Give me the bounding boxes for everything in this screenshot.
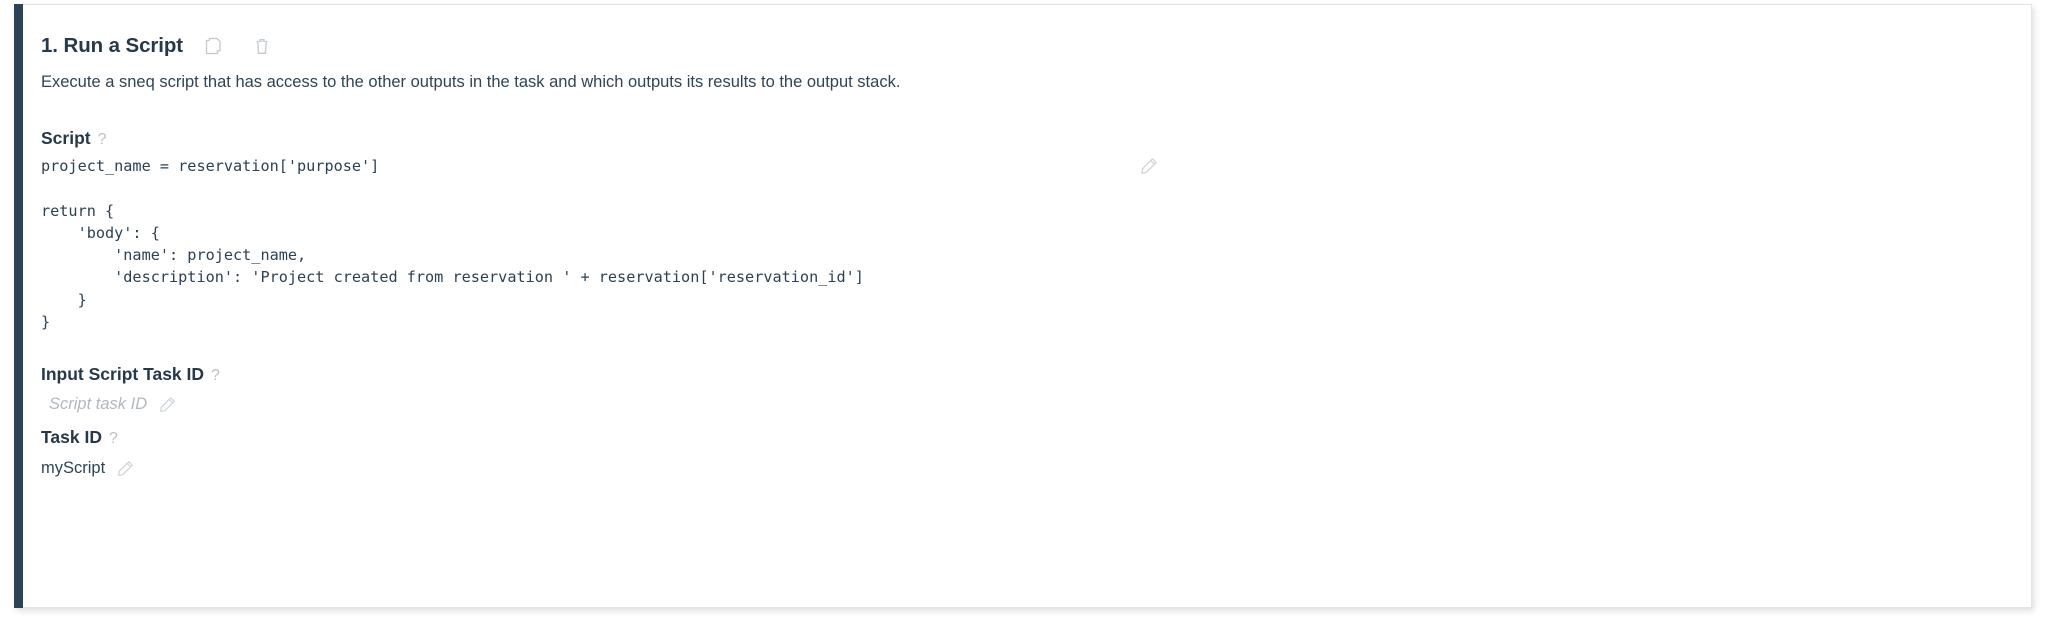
script-label-text: Script bbox=[41, 128, 91, 148]
input-script-task-id-edit-pencil-icon[interactable] bbox=[158, 395, 177, 414]
script-code-wrapper: project_name = reservation['purpose'] re… bbox=[41, 155, 2001, 333]
input-script-task-id-label: Input Script Task ID ? bbox=[41, 362, 2001, 388]
step-card-accent-bar bbox=[14, 4, 23, 608]
copy-icon[interactable] bbox=[200, 33, 226, 59]
task-id-label: Task ID ? bbox=[41, 425, 2001, 451]
step-actions bbox=[200, 33, 275, 59]
script-help-icon[interactable]: ? bbox=[97, 131, 107, 148]
input-script-task-id-help-icon[interactable]: ? bbox=[211, 367, 220, 385]
page-title: 1. Run a Script bbox=[41, 34, 184, 57]
task-id-row[interactable]: myScript bbox=[41, 456, 2001, 480]
delete-icon[interactable] bbox=[249, 33, 275, 59]
task-id-help-icon[interactable]: ? bbox=[108, 430, 118, 448]
task-id-input[interactable]: myScript bbox=[41, 459, 106, 478]
input-script-task-id-input[interactable]: Script task ID bbox=[49, 395, 148, 414]
step-card bbox=[14, 4, 2032, 608]
task-id-label-text: Task ID bbox=[41, 427, 102, 448]
task-id-edit-pencil-icon[interactable] bbox=[116, 459, 135, 478]
script-code-block[interactable]: project_name = reservation['purpose'] re… bbox=[41, 157, 864, 332]
script-edit-pencil-icon[interactable] bbox=[1139, 156, 1159, 176]
input-script-task-id-label-text: Input Script Task ID bbox=[41, 364, 205, 385]
input-script-task-id-row[interactable]: Script task ID bbox=[49, 392, 2001, 416]
step-card-content: 1. Run a Script Execute a bbox=[41, 4, 2001, 608]
step-header: 1. Run a Script bbox=[41, 32, 2001, 60]
step-description: Execute a sneq script that has access to… bbox=[41, 73, 901, 91]
script-field-label: Script ? bbox=[41, 126, 2001, 152]
